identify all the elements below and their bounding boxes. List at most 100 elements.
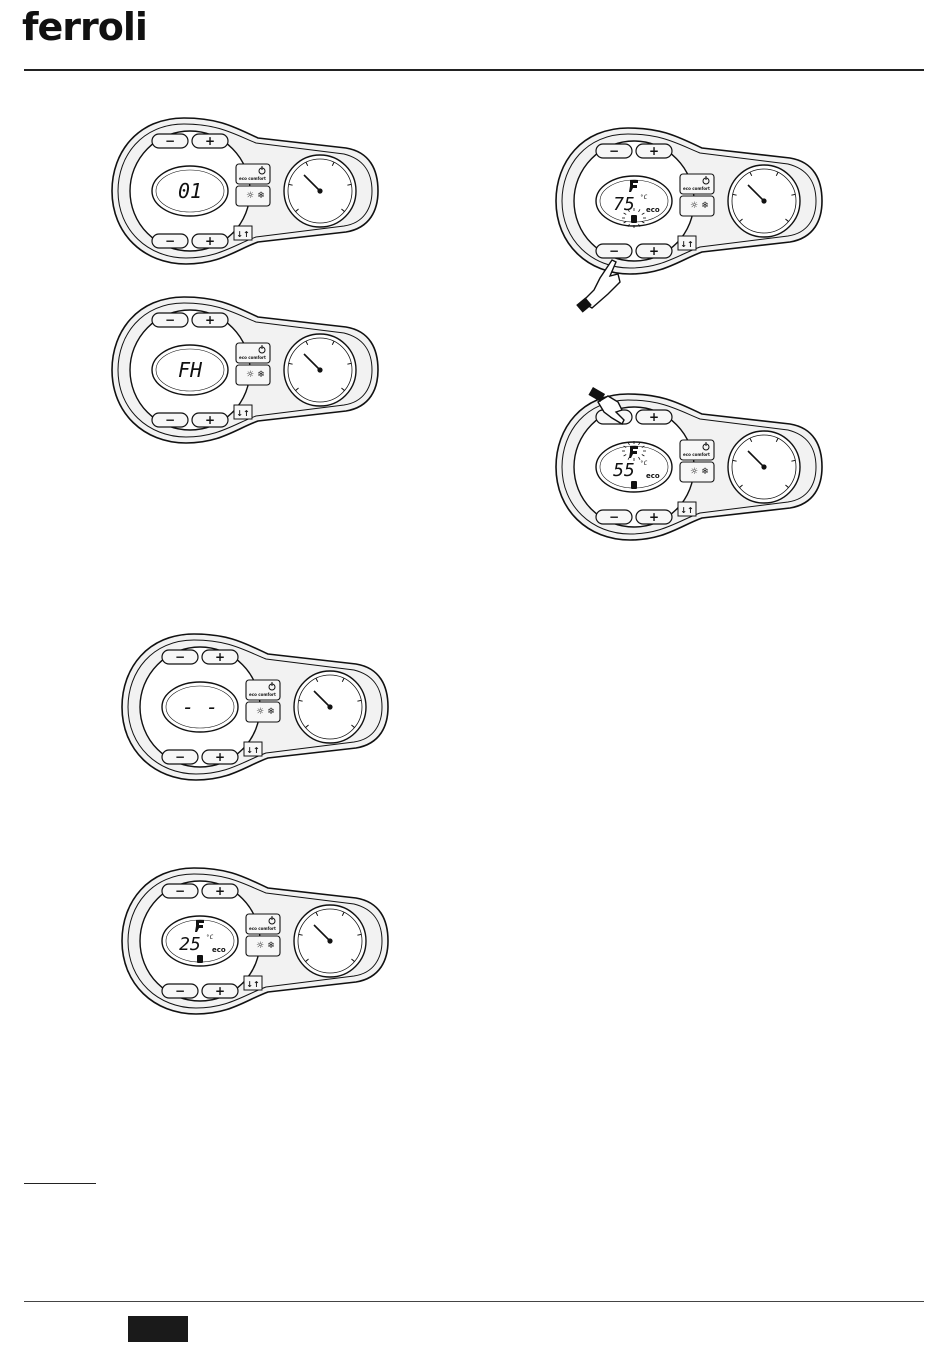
svg-text:−: −: [609, 244, 619, 258]
temp-unit: °C: [640, 460, 648, 467]
dhw-plus-button[interactable]: +: [202, 650, 238, 664]
svg-text:eco comfort: eco comfort: [239, 355, 266, 360]
svg-text:eco comfort: eco comfort: [249, 926, 276, 931]
control-panel-a: − + − + eco comfort ☼ ❄ ↓↑ 01: [108, 112, 383, 270]
lcd-content: FH: [178, 358, 203, 382]
svg-text:↓↑: ↓↑: [246, 746, 259, 755]
dhw-plus-button[interactable]: +: [192, 313, 228, 327]
reset-button[interactable]: ↓↑: [244, 976, 262, 990]
dhw-minus-button[interactable]: −: [162, 650, 198, 664]
footnote-rule: [24, 1183, 96, 1184]
svg-text:+: +: [215, 750, 225, 764]
lcd-value: FH: [178, 358, 203, 382]
reset-button[interactable]: ↓↑: [234, 226, 252, 240]
temp-unit: °C: [640, 194, 648, 201]
heating-minus-button[interactable]: −: [152, 413, 188, 427]
svg-text:☼ ❄: ☼ ❄: [246, 191, 265, 201]
heating-plus-button[interactable]: +: [636, 244, 672, 258]
dhw-minus-button[interactable]: −: [162, 884, 198, 898]
control-panel-e: − + − + eco comfort ☼ ❄ ↓↑ 75 °C eco: [552, 122, 827, 280]
panel-drawing: − + − + eco comfort ☼ ❄ ↓↑ 25 °C eco: [118, 862, 393, 1020]
svg-text:+: +: [205, 313, 215, 327]
svg-text:☼ ❄: ☼ ❄: [690, 467, 709, 477]
heating-plus-button[interactable]: +: [192, 234, 228, 248]
heating-minus-button[interactable]: −: [152, 234, 188, 248]
pressure-gauge-icon: [294, 671, 366, 743]
svg-text:eco comfort: eco comfort: [683, 452, 710, 457]
svg-text:↓↑: ↓↑: [680, 506, 693, 515]
eco-indicator: eco: [646, 472, 660, 480]
svg-text:☼ ❄: ☼ ❄: [256, 941, 275, 951]
heating-minus-button[interactable]: −: [596, 244, 632, 258]
svg-text:−: −: [609, 510, 619, 524]
svg-text:+: +: [215, 984, 225, 998]
svg-text:+: +: [205, 413, 215, 427]
reset-button[interactable]: ↓↑: [678, 502, 696, 516]
panel-drawing: − + − + eco comfort ☼ ❄ ↓↑ 01: [108, 112, 383, 270]
lcd-value: - -: [182, 695, 218, 719]
heating-plus-button[interactable]: +: [192, 413, 228, 427]
page-number-tab: [128, 1316, 188, 1342]
lcd-content: - -: [182, 695, 218, 719]
svg-text:eco comfort: eco comfort: [239, 176, 266, 181]
dhw-minus-button[interactable]: −: [152, 313, 188, 327]
svg-text:−: −: [165, 413, 175, 427]
dhw-plus-button[interactable]: +: [202, 884, 238, 898]
header-rule: [24, 69, 924, 71]
lcd-value: 25: [179, 934, 201, 955]
lcd-value: 01: [178, 179, 202, 203]
svg-text:−: −: [165, 313, 175, 327]
lcd-value: 75: [613, 194, 635, 215]
svg-text:eco comfort: eco comfort: [249, 692, 276, 697]
heating-plus-button[interactable]: +: [202, 750, 238, 764]
dhw-minus-button[interactable]: −: [596, 144, 632, 158]
svg-text:+: +: [649, 244, 659, 258]
reset-button[interactable]: ↓↑: [234, 405, 252, 419]
tank-icon: [631, 215, 637, 223]
svg-text:−: −: [175, 984, 185, 998]
tank-icon: [197, 955, 203, 963]
svg-text:−: −: [175, 884, 185, 898]
heating-minus-button[interactable]: −: [162, 750, 198, 764]
eco-indicator: eco: [212, 946, 226, 954]
heating-plus-button[interactable]: +: [202, 984, 238, 998]
pressure-gauge-icon: [728, 165, 800, 237]
svg-text:−: −: [175, 750, 185, 764]
svg-text:+: +: [205, 234, 215, 248]
pressure-gauge-icon: [284, 155, 356, 227]
svg-text:↓↑: ↓↑: [246, 980, 259, 989]
dhw-plus-button[interactable]: +: [636, 144, 672, 158]
pressure-gauge-icon: [294, 905, 366, 977]
lcd-value: 55: [613, 460, 635, 481]
svg-text:+: +: [205, 134, 215, 148]
panel-drawing: − + − + eco comfort ☼ ❄ ↓↑ 75 °C eco: [552, 122, 827, 280]
eco-indicator: eco: [646, 206, 660, 214]
svg-text:↓↑: ↓↑: [680, 240, 693, 249]
svg-text:+: +: [649, 510, 659, 524]
reset-button[interactable]: ↓↑: [678, 236, 696, 250]
svg-text:eco comfort: eco comfort: [683, 186, 710, 191]
svg-text:+: +: [215, 650, 225, 664]
pressure-gauge-icon: [728, 431, 800, 503]
svg-text:−: −: [609, 144, 619, 158]
dhw-plus-button[interactable]: +: [636, 410, 672, 424]
svg-text:−: −: [175, 650, 185, 664]
heating-minus-button[interactable]: −: [596, 510, 632, 524]
reset-button[interactable]: ↓↑: [244, 742, 262, 756]
footer-rule: [24, 1301, 924, 1302]
svg-text:☼ ❄: ☼ ❄: [690, 201, 709, 211]
control-panel-d: − + − + eco comfort ☼ ❄ ↓↑ 25 °C eco: [118, 862, 393, 1020]
panel-drawing: −+−+eco comfort☼ ❄↓↑- -: [118, 628, 393, 786]
lcd-content: 01: [178, 179, 202, 203]
svg-text:↓↑: ↓↑: [236, 230, 249, 239]
temp-unit: °C: [206, 934, 214, 941]
svg-text:+: +: [215, 884, 225, 898]
dhw-plus-button[interactable]: +: [192, 134, 228, 148]
svg-text:☼ ❄: ☼ ❄: [246, 370, 265, 380]
dhw-minus-button[interactable]: −: [152, 134, 188, 148]
heating-plus-button[interactable]: +: [636, 510, 672, 524]
heating-minus-button[interactable]: −: [162, 984, 198, 998]
pressure-gauge-icon: [284, 334, 356, 406]
